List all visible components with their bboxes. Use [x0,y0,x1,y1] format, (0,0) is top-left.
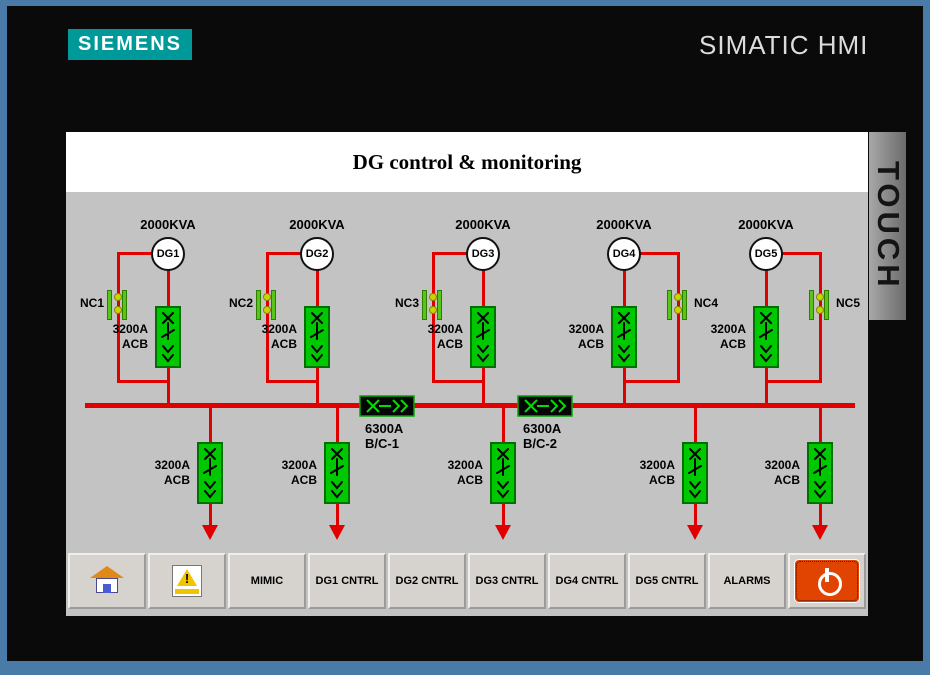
acb-label: 3200A ACB [154,458,190,487]
acb-breaker-icon [470,306,496,368]
generator-name: DG1 [156,248,180,260]
wire [624,380,679,383]
generator-rating: 2000KVA [140,217,196,232]
acb-label: 3200A ACB [764,458,800,487]
wire [781,252,821,255]
acb-label: 3200A ACB [281,458,317,487]
power-icon [794,559,860,603]
nc-label: NC4 [694,296,719,310]
coupler-label: 6300A B/C-1 [365,421,404,451]
wire [118,252,152,255]
wire [118,380,169,383]
generator-symbol: DG5 [749,237,783,271]
generator-symbol: DG1 [151,237,185,271]
nav-dg3-cntrl-button[interactable]: DG3 CNTRL [468,553,546,609]
acb-breaker-icon [197,442,223,504]
acb-breaker-icon [324,442,350,504]
wire [267,380,318,383]
wire [433,252,467,255]
generator-name: DG2 [305,248,329,260]
wire [639,252,679,255]
page-title: DG control & monitoring [66,132,868,192]
acb-label: 3200A ACB [447,458,483,487]
acb-label: 3200A ACB [568,322,604,351]
nav-dg1-cntrl-button[interactable]: DG1 CNTRL [308,553,386,609]
hmi-screen: DG control & monitoring 2000KVA DG1 NC1 … [66,132,868,616]
load-arrow-icon [329,525,345,540]
generator-symbol: DG2 [300,237,334,271]
bus-coupler-icon [517,395,573,417]
wire [766,380,821,383]
generator-symbol: DG3 [466,237,500,271]
nav-power-button[interactable] [788,553,866,609]
nc-contact-icon [106,290,130,320]
wire [267,252,301,255]
wire [432,252,435,383]
acb-label: 3200A ACB [112,322,148,351]
acb-breaker-icon [807,442,833,504]
wire [819,252,822,383]
acb-label: 3200A ACB [710,322,746,351]
nav-dg4-cntrl-button[interactable]: DG4 CNTRL [548,553,626,609]
generator-rating: 2000KVA [738,217,794,232]
acb-breaker-icon [753,306,779,368]
wire [677,252,680,383]
nc-contact-icon [255,290,279,320]
load-arrow-icon [495,525,511,540]
acb-breaker-icon [682,442,708,504]
nc-contact-icon [666,290,690,320]
nav-alarm-window-button[interactable]: ! [148,553,226,609]
nav-mimic-button[interactable]: MIMIC [228,553,306,609]
bus-coupler-icon [359,395,415,417]
generator-name: DG4 [612,248,636,260]
coupler-label: 6300A B/C-2 [523,421,562,451]
alarm-glyph: ! [184,571,190,586]
generator-rating: 2000KVA [455,217,511,232]
wire [266,252,269,383]
generator-rating: 2000KVA [289,217,345,232]
acb-breaker-icon [304,306,330,368]
acb-breaker-icon [155,306,181,368]
nav-dg2-cntrl-button[interactable]: DG2 CNTRL [388,553,466,609]
nc-label: NC2 [228,296,253,310]
acb-breaker-icon [611,306,637,368]
acb-label: 3200A ACB [639,458,675,487]
nav-dg5-cntrl-button[interactable]: DG5 CNTRL [628,553,706,609]
nc-label: NC1 [79,296,104,310]
product-name: SIMATIC HMI [699,30,869,60]
generator-name: DG3 [471,248,495,260]
load-arrow-icon [812,525,828,540]
touch-label: TOUCH [869,132,906,320]
bus-bar [85,403,855,408]
nav-alarms-button[interactable]: ALARMS [708,553,786,609]
wire [117,252,120,383]
generator-symbol: DG4 [607,237,641,271]
generator-name: DG5 [754,248,778,260]
acb-label: 3200A ACB [261,322,297,351]
nc-label: NC3 [394,296,419,310]
generator-rating: 2000KVA [596,217,652,232]
load-arrow-icon [202,525,218,540]
nc-label: NC5 [836,296,861,310]
load-arrow-icon [687,525,703,540]
nc-contact-icon [808,290,832,320]
home-icon [90,566,124,596]
nc-contact-icon [421,290,445,320]
siemens-logo: SIEMENS [68,29,192,60]
nav-home-button[interactable] [68,553,146,609]
acb-breaker-icon [490,442,516,504]
alarm-warning-icon: ! [172,565,202,597]
acb-label: 3200A ACB [427,322,463,351]
wire [433,380,484,383]
